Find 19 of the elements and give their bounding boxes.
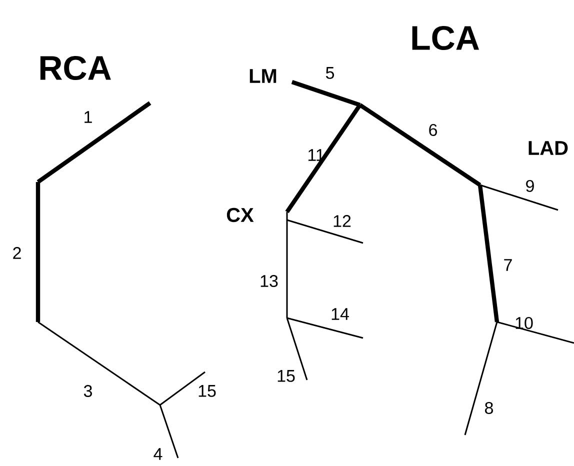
segment-number: 13 — [260, 274, 278, 288]
artery-name: LM — [250, 69, 276, 83]
segment-number: 1 — [84, 111, 92, 123]
segment-number: 3 — [84, 384, 92, 397]
artery-heading: LCA — [412, 26, 480, 50]
artery-heading: RCA — [40, 56, 111, 80]
segment-number: 6 — [429, 124, 437, 136]
segment-number: 14 — [332, 308, 349, 320]
segment-number: 4 — [154, 448, 162, 460]
segment-number: 8 — [485, 402, 493, 414]
segment-number: 15 — [198, 385, 216, 397]
segment-number: 5 — [326, 67, 334, 79]
segment-number: 12 — [334, 215, 351, 227]
segment-number: 15 — [278, 370, 295, 382]
artery-name: CX — [226, 208, 254, 222]
segment-number: 9 — [526, 180, 534, 192]
segment-number: 7 — [504, 259, 512, 271]
artery-name: LAD — [528, 141, 568, 155]
segment-number: 2 — [13, 247, 21, 259]
